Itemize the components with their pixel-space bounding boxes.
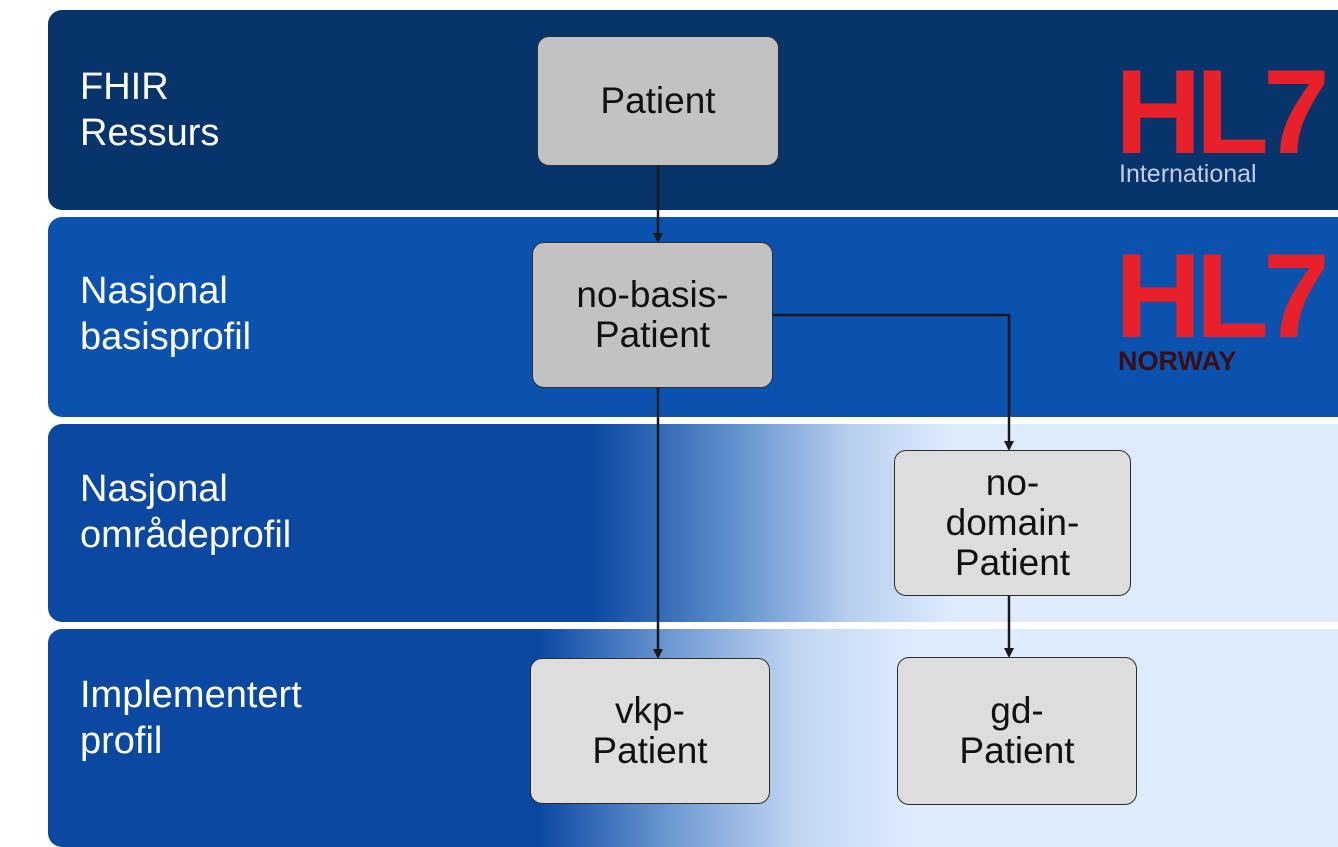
- registered-trademark-symbol: ®: [1286, 136, 1293, 146]
- node-patient: Patient: [537, 36, 779, 166]
- hl7-norway-logo-mark: HL7: [1115, 229, 1330, 363]
- hl7-norway-logo-subtitle: NORWAY: [1118, 346, 1237, 376]
- layer-label-national-base-profile: Nasjonal basisprofil: [80, 270, 252, 358]
- node-no-domain-patient: no- domain- Patient: [894, 450, 1131, 596]
- hl7-international-logo-mark: HL7: [1115, 45, 1330, 179]
- layer-label-implemented-profile: Implementert profil: [80, 674, 302, 762]
- hl7-international-logo-subtitle: International: [1119, 160, 1257, 188]
- node-no-basis-patient: no-basis- Patient: [532, 242, 773, 388]
- layer-label-national-domain-profile: Nasjonal områdeprofil: [80, 468, 292, 556]
- arrow-no-basis-to-no-domain: [773, 313, 1014, 451]
- node-gd-patient: gd- Patient: [897, 657, 1137, 805]
- node-vkp-patient: vkp- Patient: [530, 658, 770, 804]
- layer-label-fhir-resource: FHIR Ressurs: [80, 66, 220, 154]
